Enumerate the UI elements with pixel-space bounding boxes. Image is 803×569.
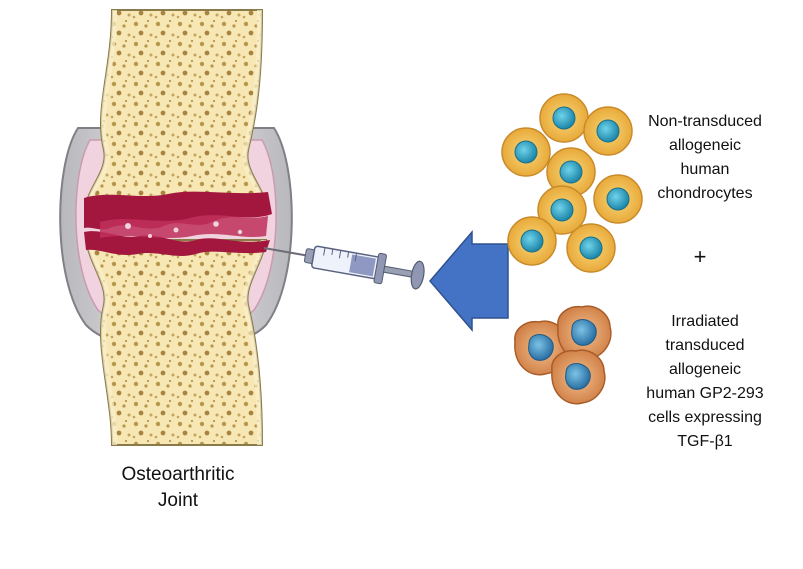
gp2-cell xyxy=(551,349,606,405)
lower-bone xyxy=(84,239,268,446)
chondrocyte xyxy=(593,174,643,224)
chondrocyte xyxy=(507,216,557,266)
joint-label-line: Osteoarthritic xyxy=(121,464,235,485)
chondrocyte-label-line: human xyxy=(680,161,730,178)
chondrocyte xyxy=(539,93,589,143)
chondrocyte xyxy=(537,185,587,235)
syringe xyxy=(263,245,425,290)
gp2-cell-label-line: human GP2-293 xyxy=(646,385,764,402)
chondrocyte xyxy=(583,106,633,156)
gp2-cell-cluster xyxy=(514,305,612,405)
chondrocyte-cluster xyxy=(501,93,643,273)
chondrocyte xyxy=(501,127,551,177)
gp2-cell-label-line: TGF-β1 xyxy=(677,433,733,450)
gp2-cell-label-line: Irradiated xyxy=(671,313,739,330)
upper-bone xyxy=(84,9,268,206)
chondrocyte-label-line: chondrocytes xyxy=(657,185,753,202)
joint-label: Osteoarthritic Joint xyxy=(68,462,288,514)
damaged-cartilage xyxy=(84,191,272,256)
gp2-cell-label-line: cells expressing xyxy=(648,409,762,426)
chondrocyte-label-line: allogeneic xyxy=(668,137,742,154)
chondrocyte-label-line: Non-transduced xyxy=(648,113,762,130)
gp2-cell-label: Irradiated transduced allogeneic human G… xyxy=(620,310,790,454)
injection-arrow xyxy=(429,229,509,333)
syringe-needle xyxy=(263,247,308,257)
gp2-cell-label-line: transduced xyxy=(665,337,745,354)
plus-sign: + xyxy=(693,244,707,269)
chondrocyte-label: Non-transduced allogeneic human chondroc… xyxy=(620,110,790,206)
syringe-plunger xyxy=(383,265,415,278)
joint-label-line: Joint xyxy=(157,490,199,511)
chondrocyte xyxy=(546,147,596,197)
gp2-cell-label-line: allogeneic xyxy=(668,361,742,378)
chondrocyte xyxy=(566,223,616,273)
